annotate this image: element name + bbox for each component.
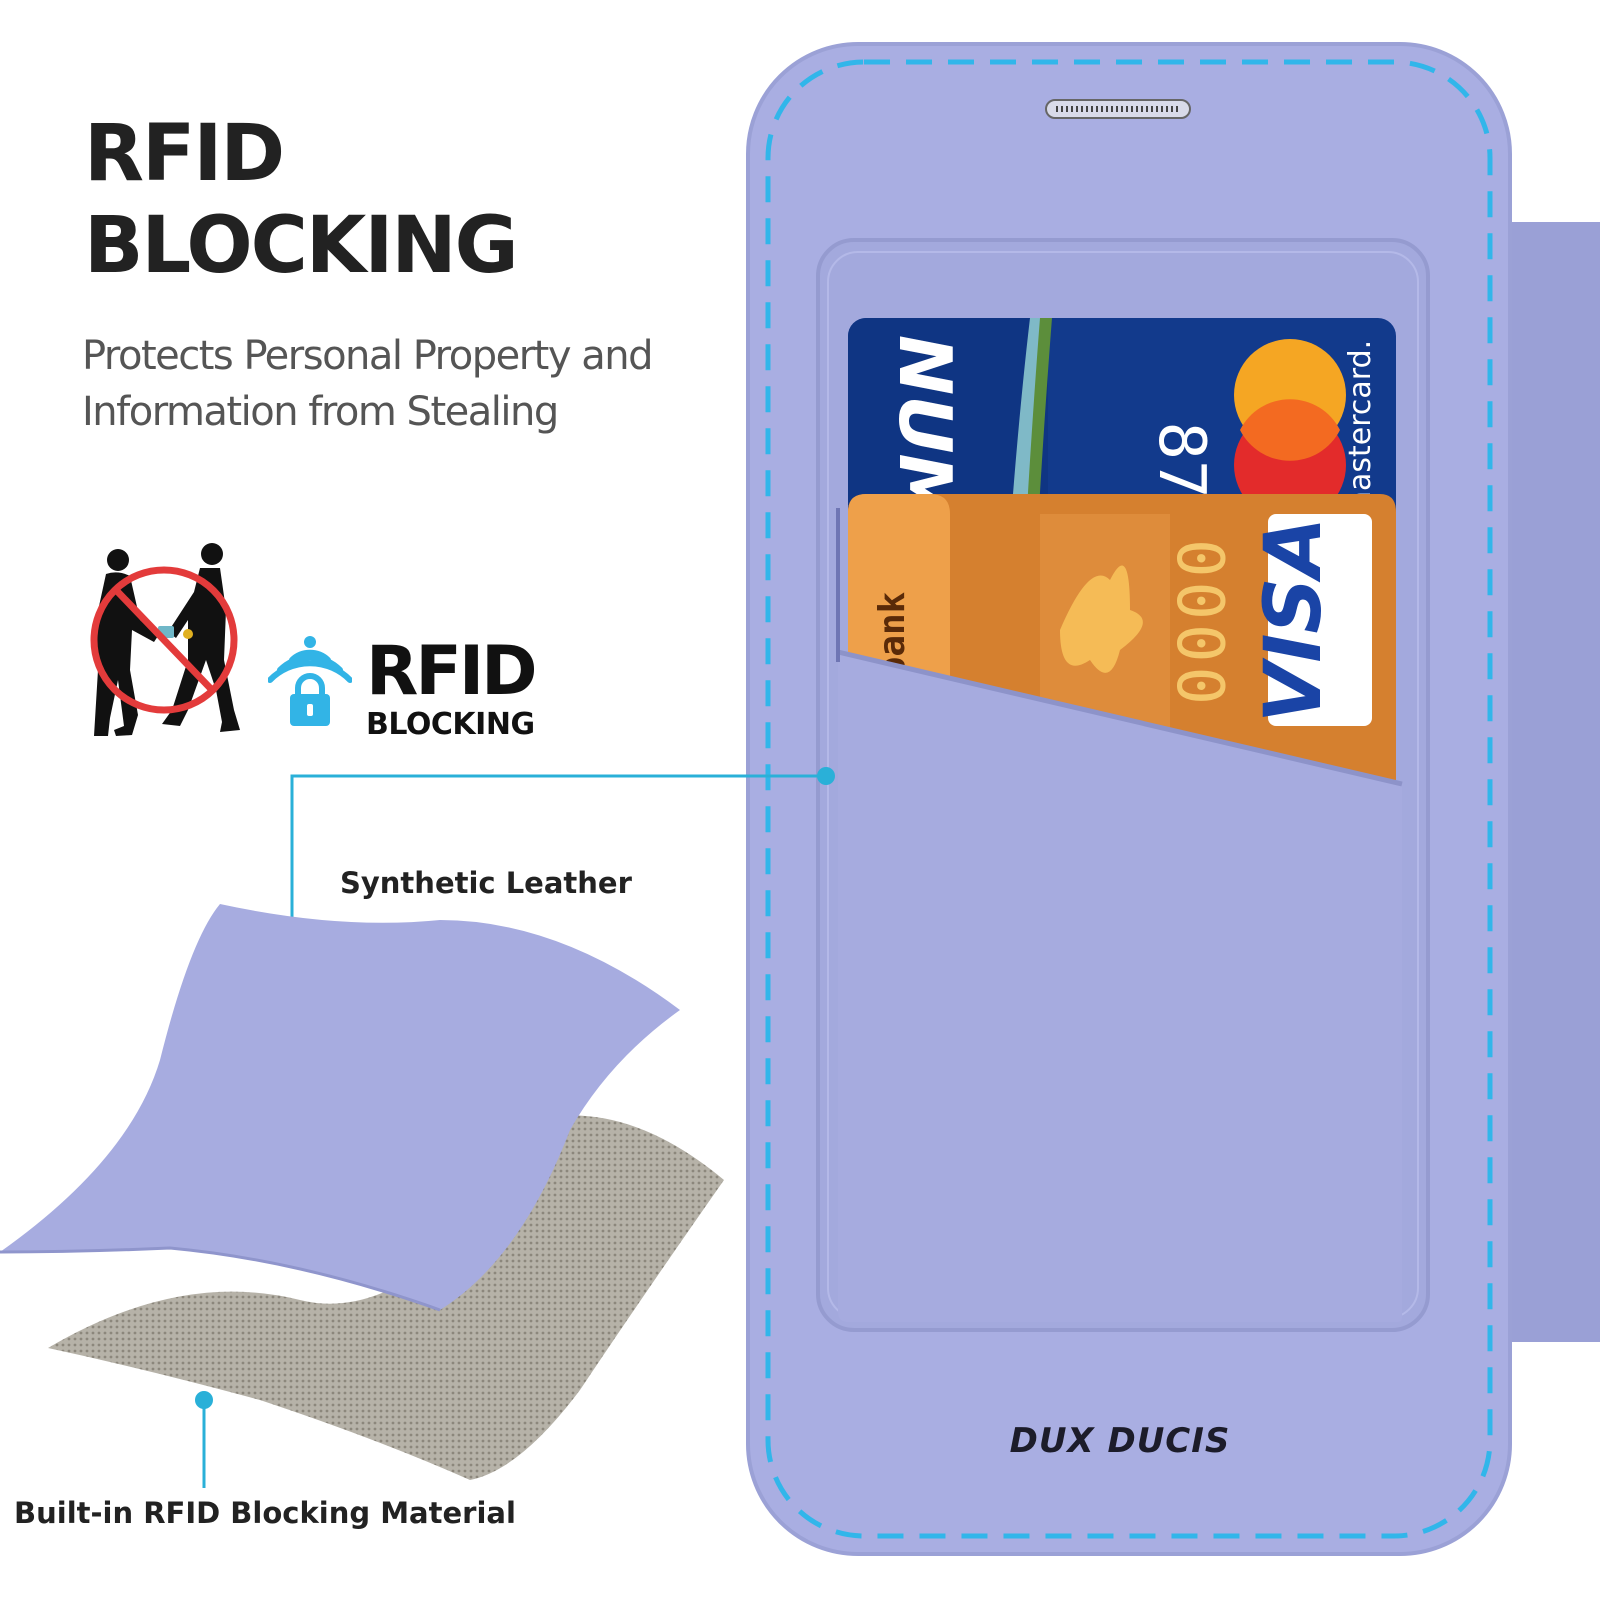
leather-callout-label: Synthetic Leather xyxy=(340,866,632,900)
subheadline-line-2: Information from Stealing xyxy=(82,389,559,435)
material-layers xyxy=(0,904,724,1488)
headline: RFID BLOCKING xyxy=(84,108,519,292)
rfid-material-callout-label: Built-in RFID Blocking Material xyxy=(14,1496,516,1530)
headline-line-2: BLOCKING xyxy=(84,201,519,291)
rfid-badge-subtitle: BLOCKING xyxy=(366,707,535,742)
case-brand-text: DUX DUCIS xyxy=(1010,1421,1231,1461)
case-stitching xyxy=(765,59,1493,1539)
mastercard-brand: mastercard. xyxy=(1343,340,1378,520)
visa-digits: 0000 xyxy=(1162,539,1236,709)
subheadline-line-1: Protects Personal Property and xyxy=(82,333,653,379)
subheadline: Protects Personal Property and Informati… xyxy=(82,328,653,440)
no-skimming-icon xyxy=(90,543,240,736)
lock-wifi-icon xyxy=(268,636,352,726)
leather-layer xyxy=(0,904,680,1310)
leather-callout-line xyxy=(290,774,826,948)
case-brand-logo: DUX DUCIS xyxy=(1010,1421,1231,1461)
visa-card xyxy=(848,494,1396,796)
mastercard-text: NUM xyxy=(883,335,967,525)
rfid-mesh-layer xyxy=(48,1115,724,1480)
mastercard-number-fragment: 87 xyxy=(1144,421,1218,498)
visa-logo: VISA xyxy=(1249,517,1339,723)
headline-line-1: RFID xyxy=(84,109,285,199)
rfid-badge-title: RFID xyxy=(366,632,538,711)
